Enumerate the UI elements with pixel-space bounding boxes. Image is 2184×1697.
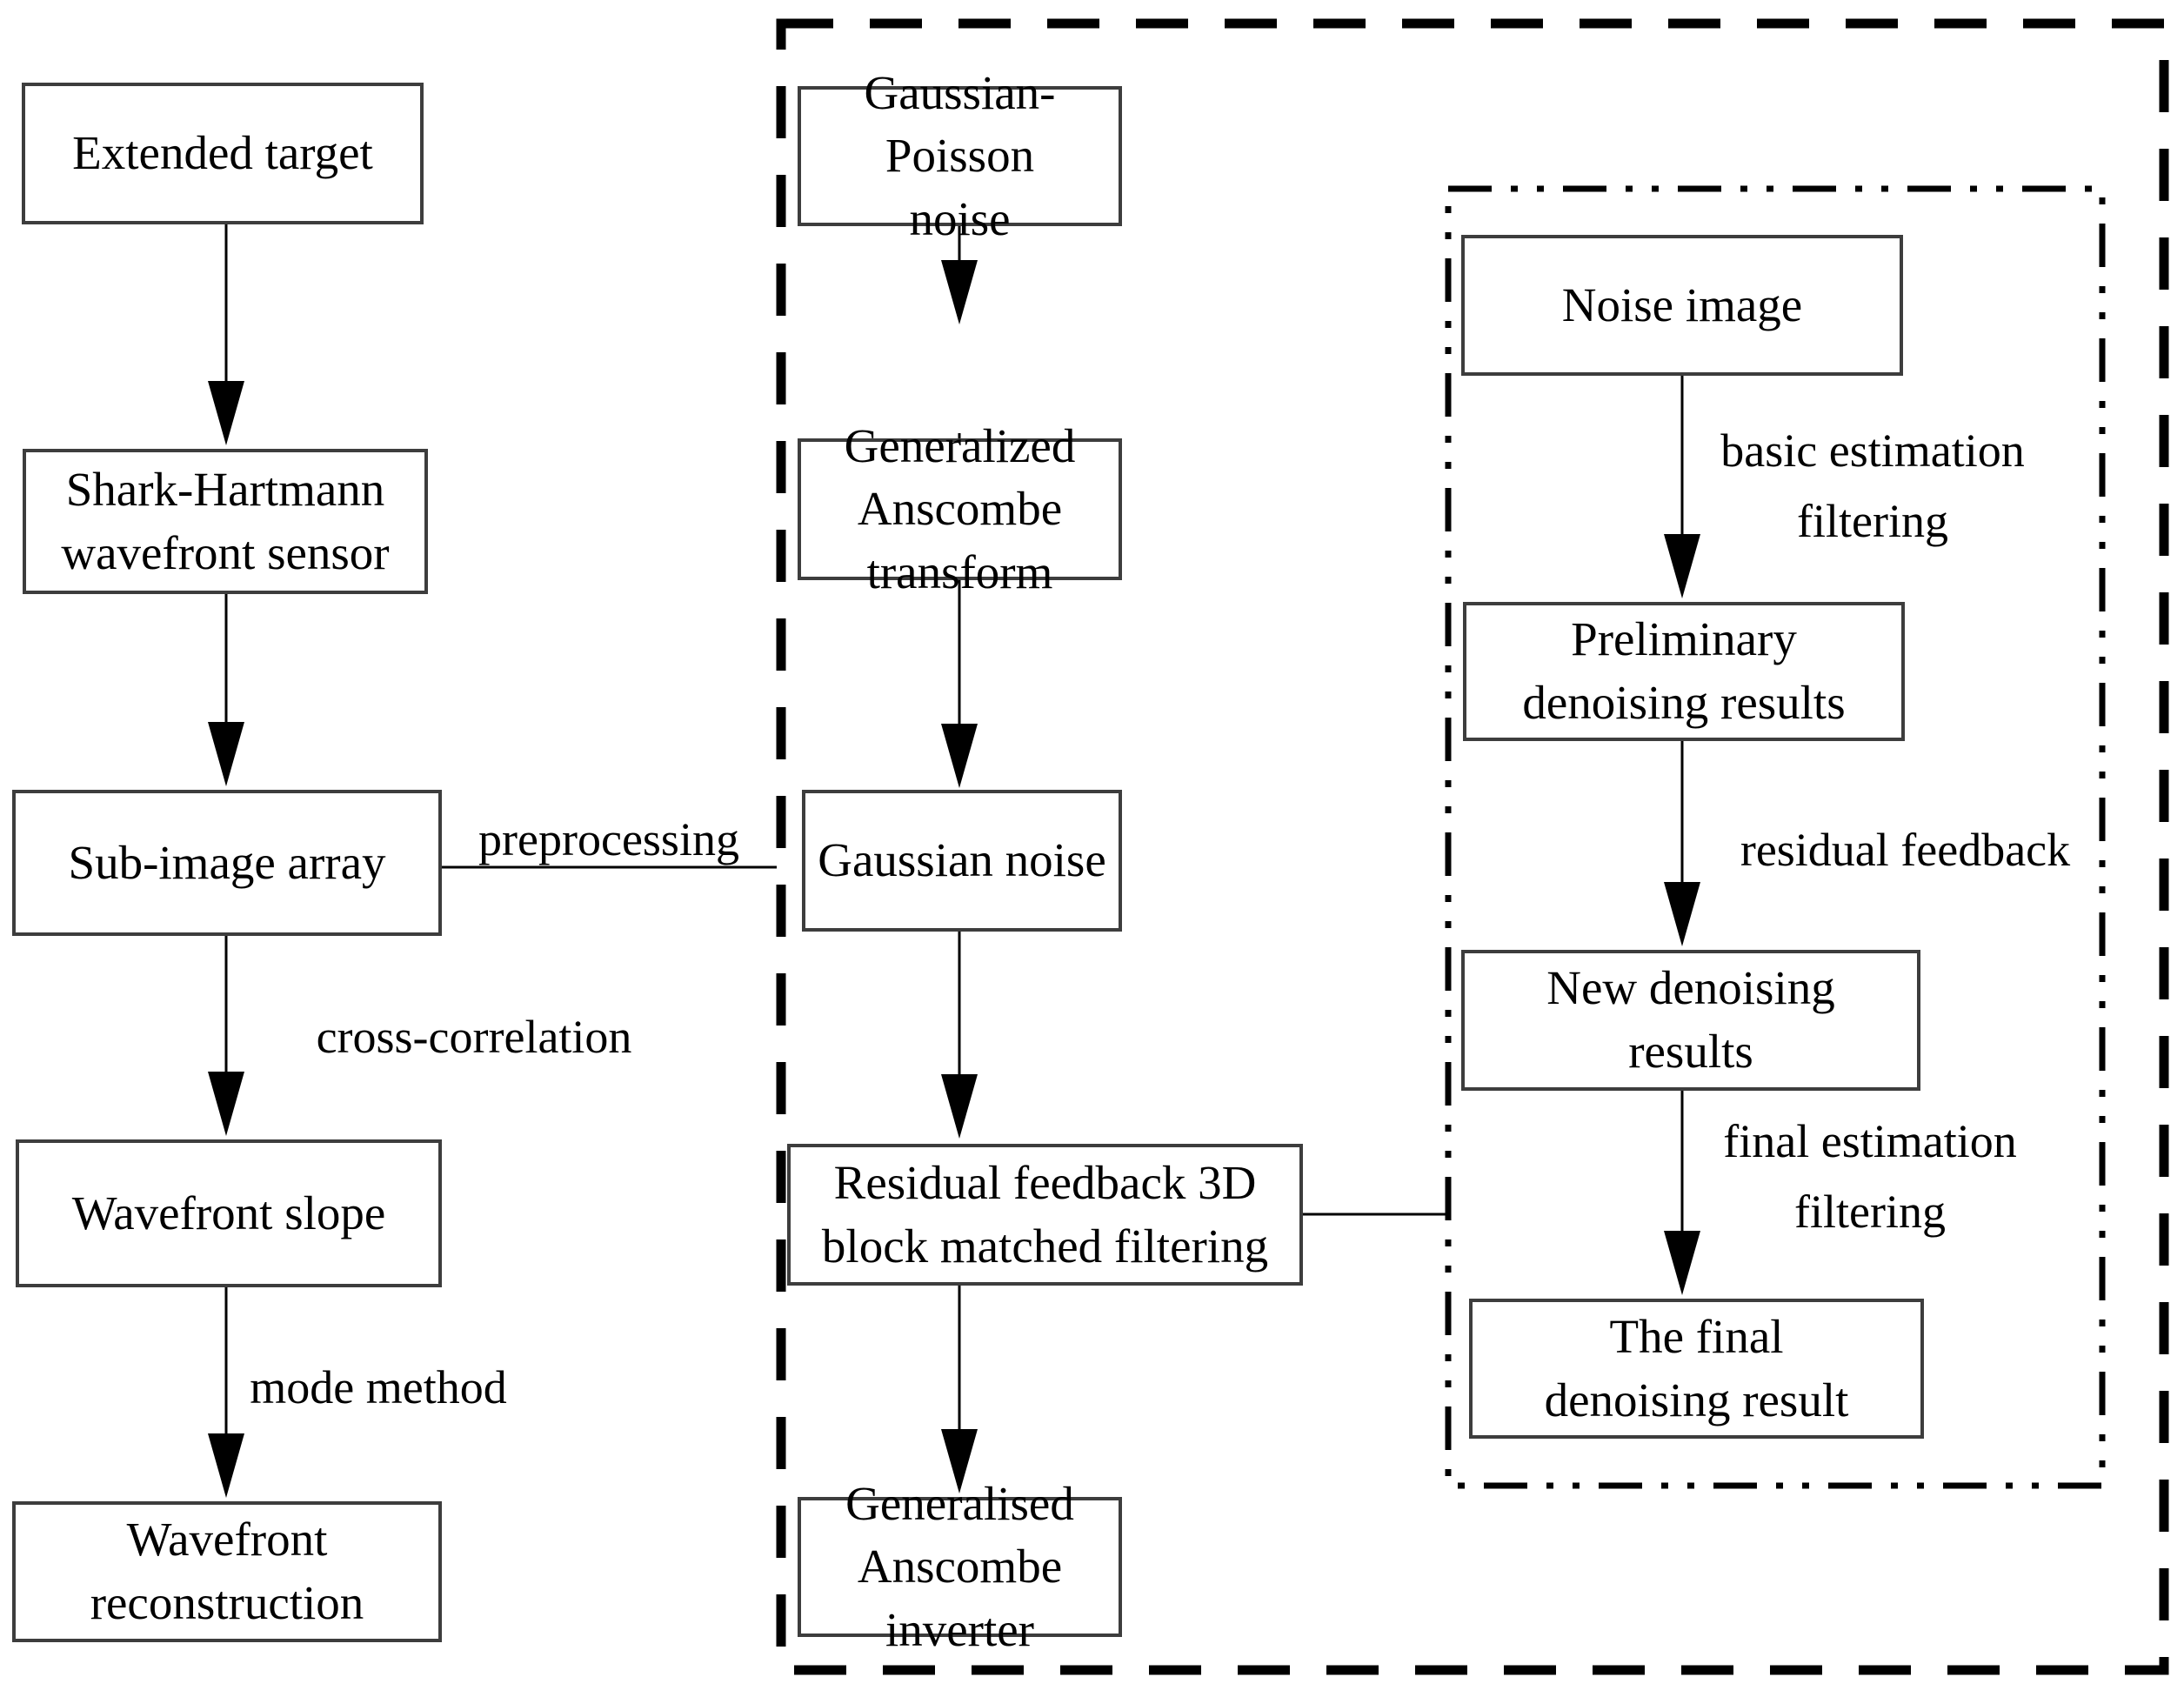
arrowhead-slope-to-reconstruction (208, 1433, 244, 1498)
box-generalised-anscombe-inverter: Generalised Anscombe inverter (798, 1477, 1122, 1656)
box-wavefront-slope: Wavefront slope (16, 1139, 442, 1287)
dashdot-container-border (1445, 185, 2106, 1489)
box-final-denoising-result: The final denoising result (1469, 1299, 1924, 1439)
edge-label-final-estimation-filtering: final estimation filtering (1723, 1115, 2017, 1238)
arrowhead-gp-to-gat (941, 260, 978, 324)
arrowhead-subimage-to-slope (208, 1072, 244, 1136)
box-shark-hartmann-wavefront-sensor: Shark-Hartmann wavefront sensor (23, 449, 428, 594)
arrowhead-residual-to-inverter (941, 1429, 978, 1493)
arrowhead-preliminary-to-new (1664, 882, 1700, 946)
box-generalized-anscombe-transform: Generalized Anscombe transform (798, 419, 1122, 598)
edge-label-basic-estimation-filtering: basic estimation filtering (1720, 424, 2025, 547)
arrowhead-gn-to-residual (941, 1074, 978, 1139)
arrowhead-extended-to-shark (208, 381, 244, 445)
box-gaussian-noise: Gaussian noise (802, 790, 1122, 932)
edge-label-preprocessing: preprocessing (478, 813, 739, 865)
box-wavefront-reconstruction: Wavefront reconstruction (12, 1501, 442, 1642)
dashed-container-border (776, 18, 2169, 1675)
box-residual-feedback-3d-block-matched-filtering: Residual feedback 3D block matched filte… (787, 1144, 1303, 1286)
box-noise-image: Noise image (1461, 235, 1903, 376)
box-new-denoising-results: New denoising results (1461, 950, 1920, 1091)
arrowhead-new-to-final (1664, 1231, 1700, 1295)
edge-label-mode-method: mode method (250, 1361, 507, 1413)
arrowhead-noise-to-preliminary (1664, 534, 1700, 598)
edge-label-residual-feedback: residual feedback (1740, 824, 2071, 876)
box-preliminary-denoising-results: Preliminary denoising results (1463, 602, 1905, 741)
arrowhead-shark-to-subimage (208, 722, 244, 786)
box-extended-target: Extended target (22, 83, 424, 224)
arrowhead-gat-to-gn (941, 724, 978, 788)
box-sub-image-array: Sub-image array (12, 790, 442, 936)
edge-label-cross-correlation: cross-correlation (316, 1011, 632, 1063)
box-gaussian-poisson-noise: Gaussian-Poisson noise (798, 66, 1122, 245)
